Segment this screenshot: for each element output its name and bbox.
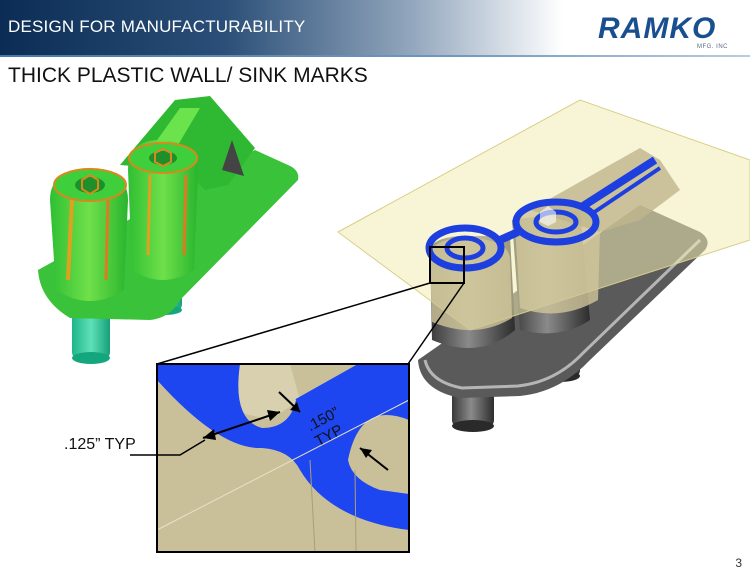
company-logo: RAMKO MFG. INC [598, 12, 738, 52]
header-bar [0, 0, 750, 55]
wall-thickness-callout: .125” TYP [64, 436, 136, 453]
header-divider [0, 55, 750, 57]
page-number: 3 [735, 556, 742, 570]
zoom-source-box [429, 246, 465, 284]
logo-wordmark: RAMKO [598, 12, 717, 45]
wall-thickness-leader [130, 439, 206, 456]
green-thickness-model [38, 96, 299, 364]
sectioned-gray-model [337, 99, 750, 432]
zoom-connector-left [156, 282, 431, 365]
header-title: DESIGN FOR MANUFACTURABILITY [8, 17, 306, 36]
zoom-connector-right [407, 282, 465, 365]
zoom-detail-frame [156, 363, 410, 553]
zoom-detail-inset [156, 363, 410, 553]
slide-title: THICK PLASTIC WALL/ SINK MARKS [8, 64, 368, 87]
logo-subtitle: MFG. INC [697, 44, 728, 50]
